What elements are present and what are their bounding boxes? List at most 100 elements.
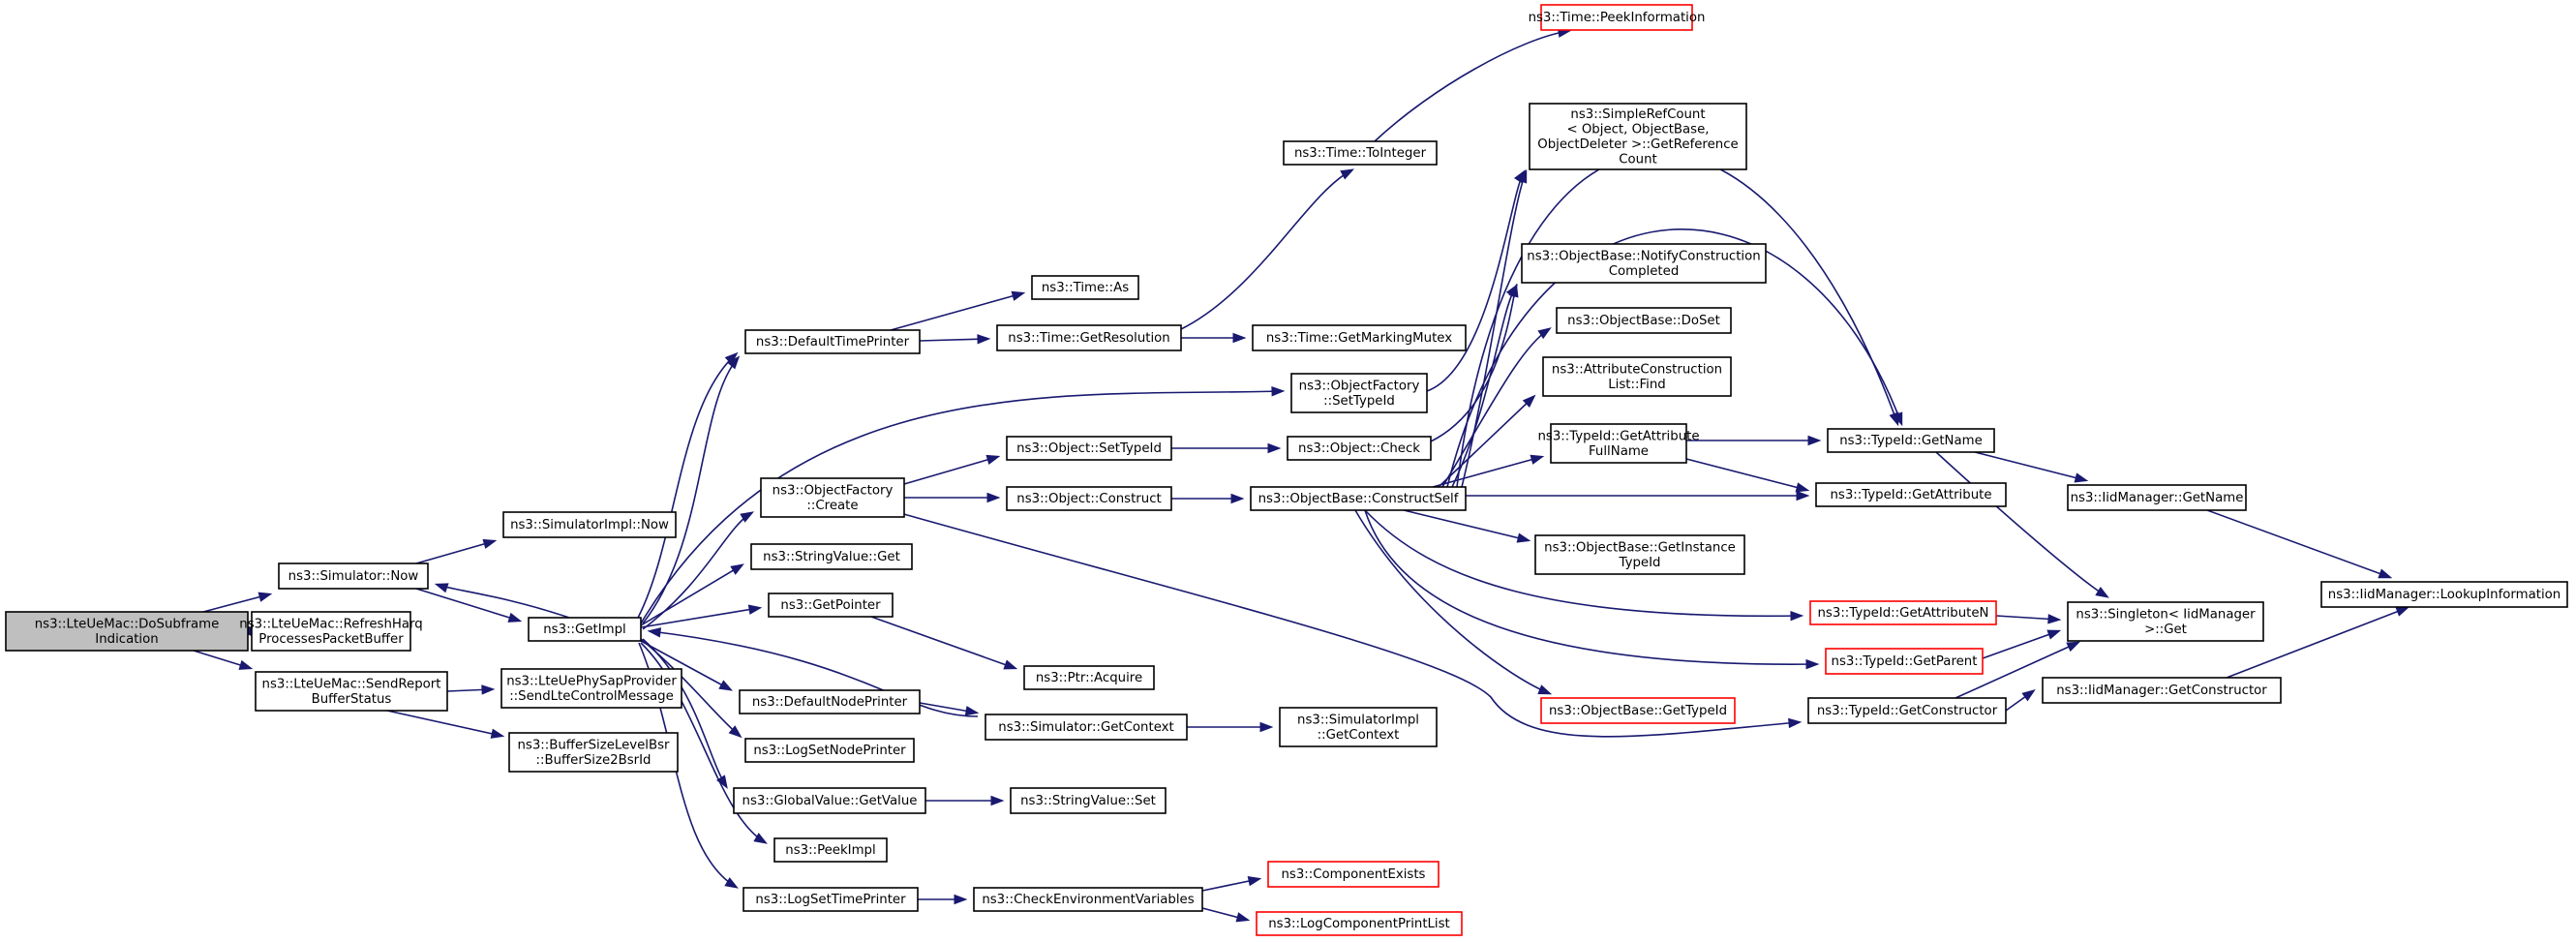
call-edge-line	[1364, 509, 1802, 618]
function-node-refresh-harq[interactable]: ns3::LteUeMac::RefreshHarqProcessesPacke…	[239, 611, 423, 652]
function-node-component-exists[interactable]: ns3::ComponentExists	[1267, 861, 1440, 888]
function-node-object-check[interactable]: ns3::Object::Check	[1287, 436, 1432, 461]
function-node-label: FullName	[1589, 444, 1649, 459]
call-edge-objfactory_create-to-typeid_getconstructor	[899, 512, 1803, 738]
call-edge-line	[386, 710, 502, 737]
function-node-label: ns3::TypeId::GetName	[1839, 434, 1983, 448]
function-node-box	[1267, 861, 1440, 888]
function-node-label: ns3::StringValue::Get	[763, 550, 900, 564]
call-edge-line	[1354, 509, 1550, 694]
function-node-objfactory-settypeid[interactable]: ns3::ObjectFactory::SetTypeId	[1290, 373, 1428, 413]
function-node-typeid-getparent[interactable]: ns3::TypeId::GetParent	[1825, 648, 1984, 675]
function-node-default-node-printer[interactable]: ns3::DefaultNodePrinter	[739, 689, 921, 714]
call-edge-typeid_getname-to-iidmanager_getname	[1974, 451, 2089, 483]
call-edge-object_construct-to-objbase_constructself	[1171, 493, 1245, 504]
function-node-box	[500, 668, 682, 709]
arrowhead-icon	[1230, 493, 1245, 504]
function-node-iidmanager-getconstructor[interactable]: ns3::IidManager::GetConstructor	[2042, 677, 2282, 704]
function-node-box	[1290, 373, 1428, 413]
function-node-typeid-getattributen[interactable]: ns3::TypeId::GetAttributeN	[1809, 600, 1997, 625]
arrowhead-icon	[1530, 454, 1545, 465]
call-edge-line	[1446, 228, 1902, 488]
call-edge-line	[640, 640, 731, 690]
function-node-default-time-printer[interactable]: ns3::DefaultTimePrinter	[744, 329, 921, 354]
function-node-check-env-vars[interactable]: ns3::CheckEnvironmentVariables	[973, 887, 1203, 912]
function-node-label: ns3::Time::PeekInformation	[1529, 11, 1706, 25]
function-node-box	[1534, 534, 1745, 575]
function-node-bsr2id[interactable]: ns3::BufferSizeLevelBsr::BufferSize2BsrI…	[508, 732, 679, 773]
function-node-stringvalue-set[interactable]: ns3::StringValue::Set	[1010, 787, 1167, 814]
function-node-ptr-acquire[interactable]: ns3::Ptr::Acquire	[1023, 665, 1155, 690]
function-node-box	[744, 738, 915, 763]
function-node-label: ns3::GlobalValue::GetValue	[742, 794, 918, 808]
function-node-typeid-getconstructor[interactable]: ns3::TypeId::GetConstructor	[1807, 697, 2007, 724]
function-nodes: ns3::LteUeMac::DoSubframeIndicationns3::…	[5, 4, 2568, 936]
function-node-simimpl-getcontext[interactable]: ns3::SimulatorImpl::GetContext	[1279, 707, 1438, 747]
function-node-objbase-notify[interactable]: ns3::ObjectBase::NotifyConstructionCompl…	[1521, 243, 1767, 284]
call-edge-line	[415, 540, 495, 564]
function-node-label: ns3::SimulatorImpl::Now	[510, 518, 669, 532]
function-node-log-set-node-printer[interactable]: ns3::LogSetNodePrinter	[744, 738, 915, 763]
function-node-box	[773, 837, 888, 863]
function-node-peek-impl[interactable]: ns3::PeekImpl	[773, 837, 888, 863]
call-edge-get_impl-to-default_node_printer	[640, 640, 734, 691]
call-edge-line	[415, 588, 520, 622]
function-node-objbase-constructself[interactable]: ns3::ObjectBase::ConstructSelf	[1250, 486, 1467, 511]
function-node-label: ns3::DefaultNodePrinter	[752, 695, 908, 710]
function-node-objbase-doset[interactable]: ns3::ObjectBase::DoSet	[1556, 307, 1732, 334]
function-node-stringvalue-get[interactable]: ns3::StringValue::Get	[750, 543, 913, 570]
call-edge-get_impl-to-stringvalue_get	[640, 563, 744, 626]
arrowhead-icon	[730, 563, 744, 575]
function-node-label: ns3::GetPointer	[780, 598, 881, 613]
function-node-label: ns3::TypeId::GetAttributeN	[1818, 606, 1989, 621]
function-node-time-getresolution[interactable]: ns3::Time::GetResolution	[996, 324, 1182, 351]
function-node-simple-refcount[interactable]: ns3::SimpleRefCount< Object, ObjectBase,…	[1529, 103, 1747, 170]
call-edge-sim_now-to-get_impl	[415, 588, 523, 623]
function-node-typeid-getattribute[interactable]: ns3::TypeId::GetAttribute	[1815, 482, 2007, 507]
function-node-log-set-time-printer[interactable]: ns3::LogSetTimePrinter	[742, 887, 919, 912]
arrowhead-icon	[964, 706, 980, 716]
function-node-get-pointer[interactable]: ns3::GetPointer	[768, 593, 894, 618]
function-node-get-impl[interactable]: ns3::GetImpl	[528, 617, 642, 642]
function-node-iidmanager-getname[interactable]: ns3::IidManager::GetName	[2067, 484, 2247, 511]
function-node-sim-getcontext[interactable]: ns3::Simulator::GetContext	[985, 714, 1188, 741]
function-node-objfactory-create[interactable]: ns3::ObjectFactory::Create	[760, 477, 905, 518]
function-node-time-getmarkingmutex[interactable]: ns3::Time::GetMarkingMutex	[1252, 324, 1467, 351]
arrowhead-icon	[2046, 629, 2062, 640]
function-node-send-lte-ctrl[interactable]: ns3::LteUePhySapProvider::SendLteControl…	[500, 668, 682, 709]
function-node-singleton-get[interactable]: ns3::Singleton< IidManager>::Get	[2067, 601, 2264, 642]
function-node-iidmanager-lookupinfo[interactable]: ns3::IidManager::LookupInformation	[2320, 581, 2568, 608]
function-node-object-construct[interactable]: ns3::Object::Construct	[1006, 486, 1172, 511]
function-node-box	[1540, 4, 1693, 31]
call-edge-line	[640, 564, 742, 626]
function-node-label: Count	[1619, 152, 1657, 167]
function-node-globalvalue-getvalue[interactable]: ns3::GlobalValue::GetValue	[733, 787, 926, 814]
call-edge-line	[870, 616, 1015, 669]
function-node-time-as[interactable]: ns3::Time::As	[1031, 275, 1139, 300]
function-node-time-peekinformation[interactable]: ns3::Time::PeekInformation	[1529, 4, 1706, 31]
arrowhead-icon	[1271, 386, 1286, 397]
function-node-sim-now[interactable]: ns3::Simulator::Now	[278, 562, 429, 590]
function-node-label: ns3::Singleton< IidManager	[2076, 607, 2256, 622]
arrowhead-icon	[740, 511, 754, 523]
arrowhead-icon	[1516, 532, 1531, 543]
function-node-label: ns3::LogSetNodePrinter	[753, 744, 906, 758]
function-node-object-settypeid[interactable]: ns3::Object::SetTypeId	[1006, 436, 1172, 461]
function-node-label: ns3::StringValue::Set	[1020, 794, 1156, 808]
function-node-simimpl-now[interactable]: ns3::SimulatorImpl::Now	[502, 511, 677, 538]
function-node-typeid-getname[interactable]: ns3::TypeId::GetName	[1827, 428, 1995, 453]
call-edge-line	[650, 630, 979, 717]
function-node-box	[1283, 140, 1438, 166]
call-edge-send_report-to-send_lte_ctrl	[446, 684, 496, 695]
function-node-label: ns3::LteUeMac::SendReport	[262, 677, 441, 691]
function-node-log-component-print-list[interactable]: ns3::LogComponentPrintList	[1256, 911, 1463, 936]
function-node-objbase-gettypeid[interactable]: ns3::ObjectBase::GetTypeId	[1540, 697, 1736, 724]
function-node-time-tointeger[interactable]: ns3::Time::ToInteger	[1283, 140, 1438, 166]
function-node-box	[1287, 436, 1432, 461]
